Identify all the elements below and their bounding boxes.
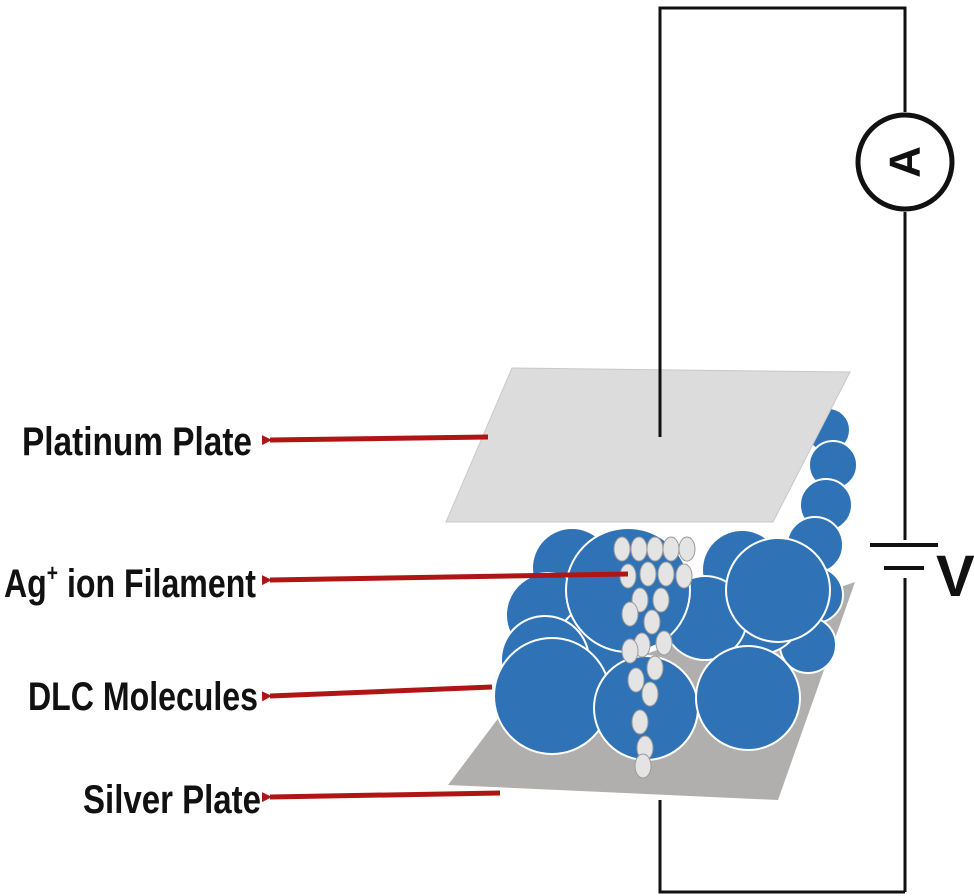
voltage-symbol: V <box>936 544 974 609</box>
ag-ion <box>646 655 664 681</box>
ammeter-circle <box>855 112 955 212</box>
dlc-molecule <box>695 645 801 751</box>
platinum-plate <box>445 367 851 523</box>
platinum-plate-label: Platinum Plate <box>22 420 252 464</box>
silver-arrow <box>261 790 501 803</box>
silver-plate-label: Silver Plate <box>83 778 261 822</box>
ammeter-symbol: A <box>881 146 930 178</box>
battery-symbol <box>870 543 938 570</box>
ag-label-rest: ion Filament <box>58 562 256 606</box>
ag-ion <box>655 630 673 656</box>
filament-arrow <box>261 571 629 586</box>
bottom-wire <box>658 800 905 894</box>
ag-ion <box>634 753 652 779</box>
ag-ion <box>621 638 639 664</box>
ag-ion <box>662 536 680 562</box>
ag-ion-filament <box>613 536 696 779</box>
top-wire <box>658 6 907 437</box>
ag-ion <box>652 587 670 613</box>
dlc-molecule-layer <box>493 407 858 761</box>
ag-ion <box>675 563 693 589</box>
dlc-molecule <box>725 537 831 643</box>
dlc-molecules-label: DLC Molecules <box>28 675 258 719</box>
platinum-arrow <box>261 434 489 446</box>
ag-ion <box>621 601 639 627</box>
ag-ion <box>631 709 649 735</box>
ag-ion <box>630 536 648 562</box>
dlc-molecule <box>493 637 611 755</box>
ag-ion <box>646 536 664 562</box>
ag-charge: + <box>47 560 58 587</box>
ag-ion <box>613 536 631 562</box>
ag-ion <box>627 667 645 693</box>
ammeter: A <box>855 112 955 212</box>
ag-ion <box>639 561 657 587</box>
ag-ion <box>643 609 661 635</box>
ag-filament-label: Ag+ ion Filament <box>4 560 256 606</box>
dlc-arrow <box>261 684 493 702</box>
label-arrows <box>261 434 629 803</box>
ag-ion <box>641 681 659 707</box>
ag-symbol: Ag <box>4 562 47 606</box>
ag-ion <box>678 536 696 562</box>
ag-ion <box>657 561 675 587</box>
circuit-wires <box>658 6 907 894</box>
